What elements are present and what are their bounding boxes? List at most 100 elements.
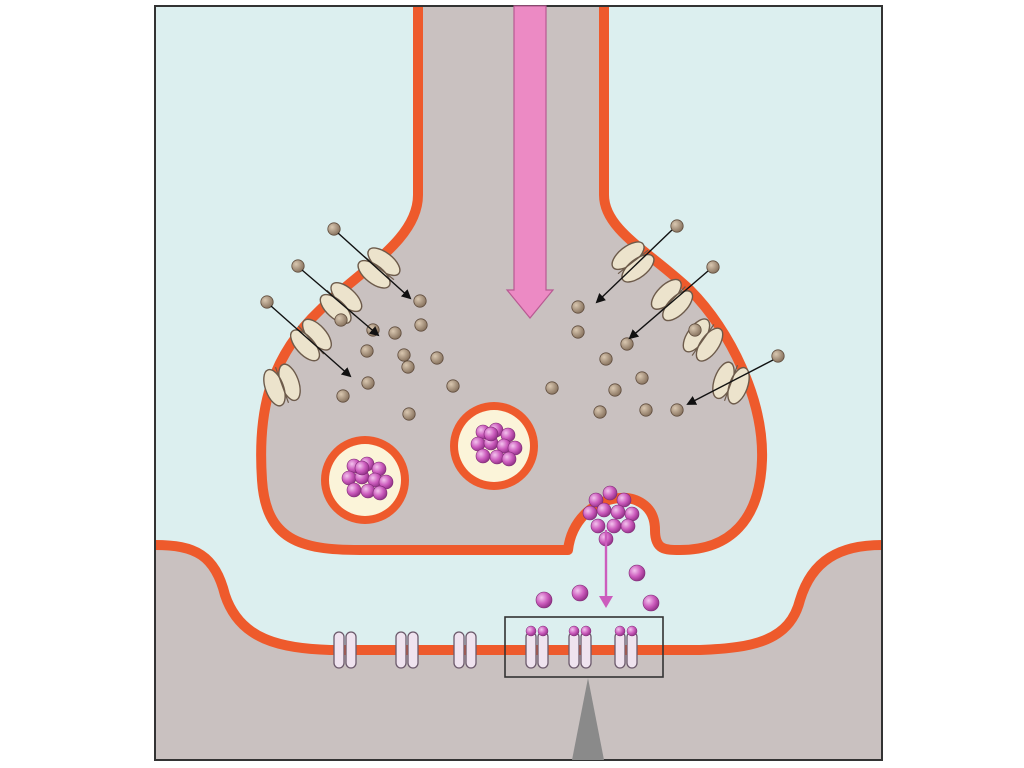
calcium-ion	[397, 348, 411, 362]
calcium-ion	[388, 326, 402, 340]
channel-subunit	[662, 290, 694, 322]
neurotransmitter-molecule	[354, 460, 370, 476]
calcium-channel	[263, 363, 301, 407]
channel-pore	[274, 366, 290, 404]
neurotransmitter-molecule	[610, 504, 626, 520]
released-neurotransmitter	[571, 584, 589, 602]
calcium-ion	[571, 300, 585, 314]
presynaptic-terminal	[261, 6, 763, 550]
calcium-influx-arrow	[270, 305, 352, 378]
neurotransmitter-molecule	[372, 485, 388, 501]
neurotransmitter-molecule	[590, 518, 606, 534]
calcium-ion	[620, 337, 634, 351]
receptor-subunit	[580, 631, 592, 669]
calcium-influx-arrow	[301, 269, 380, 337]
calcium-ion	[334, 313, 348, 327]
channel-subunit	[695, 327, 724, 362]
neurotransmitter-molecule	[483, 426, 499, 442]
receptor-subunit	[568, 631, 580, 669]
receptor-subunit	[614, 631, 626, 669]
calcium-influx-arrow	[628, 270, 709, 340]
calcium-ion	[771, 349, 785, 363]
calcium-ion	[688, 323, 702, 337]
channel-subunit	[357, 259, 391, 289]
calcium-ion	[360, 344, 374, 358]
calcium-ion	[670, 403, 684, 417]
neurotransmitter-molecule	[602, 485, 618, 501]
calcium-channel	[357, 247, 401, 289]
calcium-ion	[639, 403, 653, 417]
receptor-subunit	[525, 631, 537, 669]
bound-neurotransmitter	[568, 625, 580, 637]
calcium-ion	[413, 294, 427, 308]
receptor-subunit	[465, 631, 477, 669]
released-neurotransmitter	[535, 591, 553, 609]
released-neurotransmitter	[642, 594, 660, 612]
receptor-zoom-box	[504, 616, 664, 678]
channel-pore	[617, 249, 649, 275]
calcium-ion	[336, 389, 350, 403]
synaptic-vesicle	[321, 436, 409, 524]
receptor-subunit	[395, 631, 407, 669]
channel-subunit	[621, 253, 655, 283]
receptor-subunit	[537, 631, 549, 669]
calcium-influx-arrow	[595, 229, 673, 304]
neurotransmitter-molecule	[596, 502, 612, 518]
fusing-vesicle	[582, 485, 640, 608]
calcium-ion	[593, 405, 607, 419]
neurotransmitter-molecule	[475, 448, 491, 464]
calcium-influx-arrow	[337, 232, 412, 300]
calcium-ion	[260, 295, 274, 309]
neurotransmitter-molecule	[346, 482, 362, 498]
calcium-ion	[706, 260, 720, 274]
channel-pore	[691, 324, 715, 356]
neurotransmitter-molecule	[489, 449, 505, 465]
calcium-ion	[361, 376, 375, 390]
channel-subunit	[289, 329, 321, 362]
calcium-ion	[327, 222, 341, 236]
bound-neurotransmitter	[614, 625, 626, 637]
calcium-ion	[402, 407, 416, 421]
calcium-channel	[611, 241, 655, 283]
action-potential-arrow	[505, 5, 555, 319]
receptor-closed	[395, 631, 419, 669]
neurotransmitter-molecule	[360, 483, 376, 499]
bound-neurotransmitter	[580, 625, 592, 637]
receptor-subunit	[345, 631, 357, 669]
receptor-bound	[525, 625, 549, 669]
calcium-ion	[414, 318, 428, 332]
neurotransmitter-molecule	[606, 518, 622, 534]
channel-pore	[723, 364, 739, 402]
calcium-ion	[635, 371, 649, 385]
released-neurotransmitter	[628, 564, 646, 582]
receptor-bound	[614, 625, 638, 669]
bound-neurotransmitter	[525, 625, 537, 637]
calcium-ion	[446, 379, 460, 393]
neurotransmitter-molecule	[620, 518, 636, 534]
calcium-ion	[571, 325, 585, 339]
synaptic-vesicle	[450, 402, 538, 490]
receptor-subunit	[453, 631, 465, 669]
neurotransmitter-molecule	[588, 492, 604, 508]
calcium-ion	[599, 352, 613, 366]
release-arrow-head	[599, 596, 613, 608]
neurotransmitter-molecule	[616, 492, 632, 508]
receptor-bound	[568, 625, 592, 669]
bound-neurotransmitter	[537, 625, 549, 637]
calcium-influx-arrow	[686, 359, 774, 405]
postsynaptic-membrane	[155, 540, 882, 655]
calcium-ion	[670, 219, 684, 233]
bound-neurotransmitter	[626, 625, 638, 637]
calcium-ion	[291, 259, 305, 273]
neurotransmitter-molecule	[582, 505, 598, 521]
calcium-ion	[545, 381, 559, 395]
calcium-ion	[608, 383, 622, 397]
calcium-ion	[430, 351, 444, 365]
calcium-ion	[401, 360, 415, 374]
receptor-subunit	[333, 631, 345, 669]
receptor-subunit	[407, 631, 419, 669]
calcium-channel	[650, 278, 694, 322]
receptor-closed	[333, 631, 357, 669]
zoom-pointer	[572, 678, 604, 760]
